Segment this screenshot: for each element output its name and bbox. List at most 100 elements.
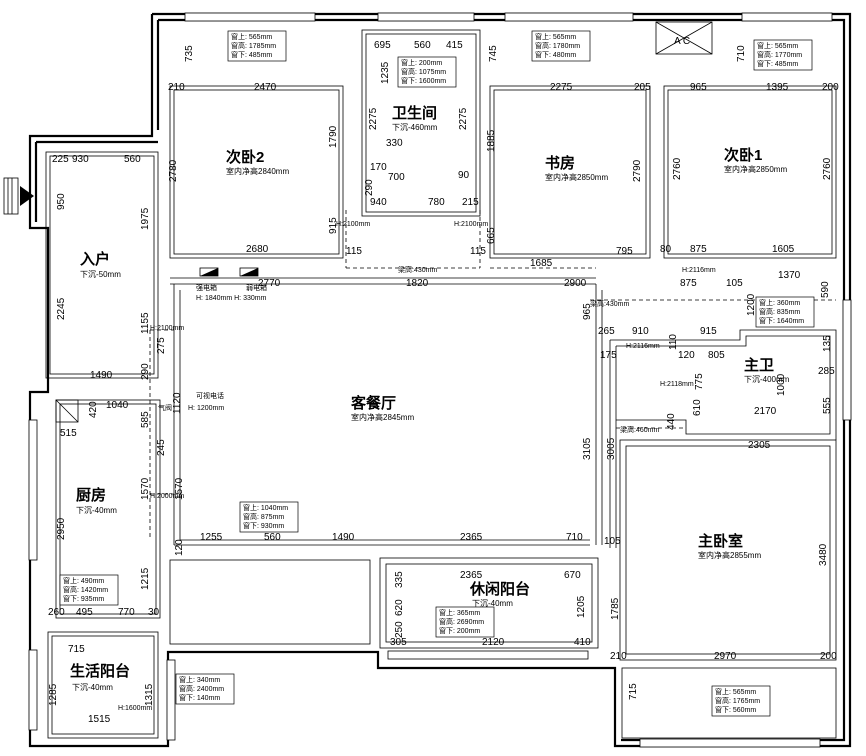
- strong-box-label: 强电箱: [196, 283, 217, 292]
- svg-text:1490: 1490: [332, 532, 355, 543]
- door-height-7: H:2000mm: [150, 493, 184, 500]
- svg-text:1515: 1515: [88, 714, 111, 725]
- svg-text:窗高: 835mm: 窗高: 835mm: [759, 307, 800, 316]
- beam-height-3: 梁高:460mm: [620, 425, 659, 434]
- svg-text:窗上: 340mm: 窗上: 340mm: [179, 675, 220, 684]
- svg-text:1975: 1975: [140, 207, 151, 230]
- svg-text:30: 30: [148, 607, 160, 618]
- svg-text:110: 110: [668, 334, 679, 350]
- svg-text:915: 915: [700, 326, 717, 337]
- svg-text:1200: 1200: [746, 293, 757, 316]
- room-kitchen-sink: 下沉-40mm: [76, 506, 117, 515]
- room-bathroom-sink: 下沉-460mm: [392, 123, 438, 132]
- svg-text:窗下: 560mm: 窗下: 560mm: [715, 705, 756, 714]
- svg-text:265: 265: [598, 326, 615, 337]
- svg-text:1235: 1235: [380, 61, 391, 84]
- room-kitchen-name: 厨房: [76, 486, 106, 504]
- svg-text:610: 610: [692, 399, 703, 416]
- svg-text:420: 420: [88, 401, 99, 418]
- svg-text:2780: 2780: [168, 159, 179, 182]
- svg-text:120: 120: [174, 539, 185, 556]
- svg-text:1285: 1285: [48, 683, 59, 706]
- svg-text:窗下: 140mm: 窗下: 140mm: [179, 693, 220, 702]
- svg-text:1215: 1215: [140, 567, 151, 590]
- svg-text:715: 715: [628, 683, 639, 700]
- svg-text:窗高: 1075mm: 窗高: 1075mm: [401, 67, 446, 76]
- svg-text:1820: 1820: [406, 278, 429, 289]
- svg-text:930: 930: [72, 154, 89, 165]
- room-study-name: 书房: [545, 154, 575, 172]
- svg-text:770: 770: [118, 607, 135, 618]
- svg-text:窗下: 485mm: 窗下: 485mm: [757, 59, 798, 68]
- svg-text:715: 715: [68, 644, 85, 655]
- room-living-height: 室内净高2845mm: [351, 412, 414, 422]
- interior-walls: [45, 29, 837, 739]
- svg-text:210: 210: [168, 82, 185, 93]
- svg-text:2365: 2365: [460, 532, 483, 543]
- intercom-label: 可视电话: [196, 391, 224, 400]
- svg-text:3105: 3105: [582, 437, 593, 460]
- svg-text:495: 495: [76, 607, 93, 618]
- svg-text:窗上: 1040mm: 窗上: 1040mm: [243, 503, 288, 512]
- window-tag-8: 窗上: 365mm 窗高: 2690mm 窗下: 200mm: [435, 606, 495, 638]
- svg-text:窗高: 1785mm: 窗高: 1785mm: [231, 41, 276, 50]
- svg-text:1570: 1570: [174, 477, 185, 500]
- svg-text:窗下: 930mm: 窗下: 930mm: [243, 521, 284, 530]
- svg-text:窗上: 490mm: 窗上: 490mm: [63, 576, 104, 585]
- svg-text:窗上: 565mm: 窗上: 565mm: [715, 687, 756, 696]
- svg-text:窗下: 935mm: 窗下: 935mm: [63, 594, 104, 603]
- door-height-4: H:2116mm: [682, 267, 716, 274]
- svg-text:670: 670: [564, 570, 581, 581]
- room-life-balcony-sink: 下沉-40mm: [72, 683, 113, 692]
- svg-text:115: 115: [470, 246, 486, 257]
- room-study-height: 室内净高2850mm: [545, 172, 608, 182]
- svg-text:1155: 1155: [140, 312, 151, 334]
- svg-text:620: 620: [394, 599, 405, 616]
- svg-text:805: 805: [708, 350, 725, 361]
- svg-text:415: 415: [446, 40, 463, 51]
- window-tag-9: 窗上: 340mm 窗高: 2400mm 窗下: 140mm: [175, 673, 235, 705]
- room-bathroom-name: 卫生间: [392, 104, 437, 122]
- dimensions-horizontal: 210 2470 2680 115 695 560 415 700 90 940…: [48, 40, 839, 725]
- svg-text:585: 585: [140, 411, 151, 428]
- svg-text:200: 200: [820, 651, 837, 662]
- svg-text:1685: 1685: [530, 258, 553, 269]
- svg-text:1885: 1885: [486, 129, 497, 152]
- svg-text:窗高: 1770mm: 窗高: 1770mm: [757, 50, 802, 59]
- svg-text:2760: 2760: [822, 157, 833, 180]
- room-bedroom1-name: 次卧1: [724, 146, 762, 164]
- window-tag-3: 窗上: 565mm 窗高: 1780mm 窗下: 480mm: [531, 30, 591, 62]
- svg-text:200: 200: [822, 82, 839, 93]
- beam-height-2: 梁高:430mm: [590, 299, 629, 308]
- svg-text:窗高: 2690mm: 窗高: 2690mm: [439, 617, 484, 626]
- room-leisure-balcony-name: 休闲阳台: [469, 580, 530, 598]
- svg-text:950: 950: [56, 193, 67, 210]
- svg-text:965: 965: [690, 82, 707, 93]
- svg-text:2275: 2275: [458, 107, 469, 130]
- window-tag-5: 窗上: 360mm 窗高: 835mm 窗下: 1640mm: [755, 296, 815, 328]
- svg-text:710: 710: [566, 532, 583, 543]
- svg-text:1040: 1040: [106, 400, 129, 411]
- window-tag-6: 窗上: 1040mm 窗高: 875mm 窗下: 930mm: [239, 501, 299, 533]
- svg-text:窗上: 565mm: 窗上: 565mm: [757, 41, 798, 50]
- gas-valve-label: 气阀: [158, 403, 172, 412]
- svg-text:窗上: 565mm: 窗上: 565mm: [535, 32, 576, 41]
- room-living-name: 客餐厅: [350, 394, 396, 412]
- room-master-bath-sink: 下沉-400mm: [744, 375, 790, 384]
- kitchen-flue-icon: [55, 399, 79, 423]
- svg-text:965: 965: [582, 303, 593, 320]
- svg-text:窗上: 565mm: 窗上: 565mm: [231, 32, 272, 41]
- svg-text:窗上: 365mm: 窗上: 365mm: [439, 608, 480, 617]
- svg-text:225: 225: [52, 154, 69, 165]
- svg-text:305: 305: [390, 637, 407, 648]
- svg-text:290: 290: [140, 363, 151, 380]
- svg-text:窗上: 360mm: 窗上: 360mm: [759, 298, 800, 307]
- svg-text:80: 80: [660, 244, 672, 255]
- svg-text:窗高: 2400mm: 窗高: 2400mm: [179, 684, 224, 693]
- svg-text:940: 940: [370, 197, 387, 208]
- svg-text:窗下: 485mm: 窗下: 485mm: [231, 50, 272, 59]
- svg-text:290: 290: [364, 179, 375, 196]
- window-tag-1: 窗上: 565mm 窗高: 1785mm 窗下: 485mm: [227, 30, 287, 62]
- room-master-height: 室内净高2855mm: [698, 550, 761, 560]
- svg-text:555: 555: [822, 397, 833, 414]
